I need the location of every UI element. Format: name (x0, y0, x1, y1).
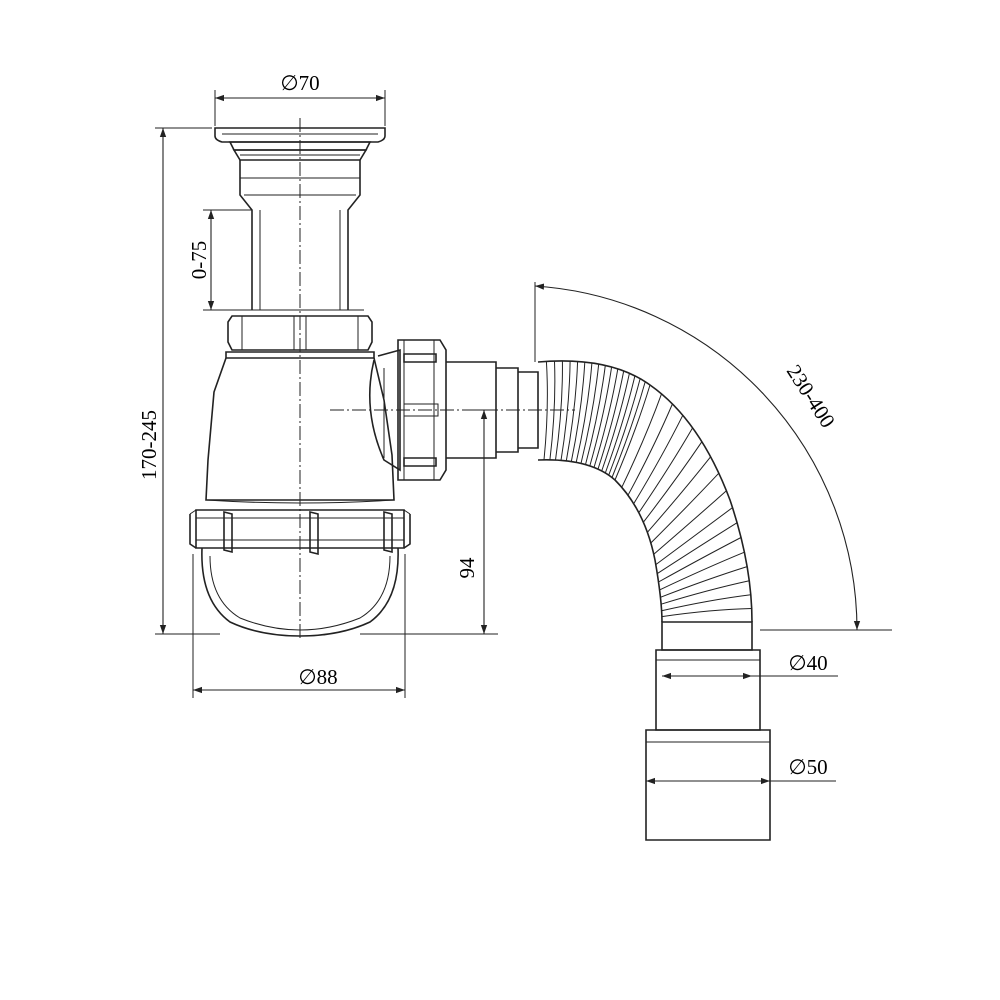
hose-rib (638, 427, 694, 513)
dimension-outlet-height: 94 (360, 409, 498, 635)
label-top-diameter: ∅70 (280, 71, 319, 95)
hose-rib (653, 490, 727, 555)
hose-rib (543, 361, 548, 460)
label-trap-diameter: ∅88 (298, 665, 337, 689)
hose-rib (660, 580, 750, 605)
label-hose-length: 230-400 (782, 360, 840, 432)
upper-union-nut (225, 309, 375, 359)
dimension-outlet-diameter-40: ∅40 (662, 651, 838, 680)
label-outlet-diameter-50: ∅50 (788, 755, 827, 779)
label-adjustable-length: 0-75 (187, 241, 211, 280)
dimension-outlet-diameter-50: ∅50 (646, 755, 836, 785)
dimension-total-height: 170-245 (137, 127, 220, 635)
hose-rib (614, 384, 651, 481)
label-outlet-diameter-40: ∅40 (788, 651, 827, 675)
hose-rib (661, 608, 752, 618)
hose-rib (643, 441, 703, 523)
hose-rib (593, 368, 619, 468)
trap-side-outlet (368, 348, 401, 472)
label-outlet-height: 94 (455, 557, 479, 579)
hose-rib (633, 415, 684, 504)
hose-rib (565, 361, 579, 461)
hose-rib (657, 522, 738, 575)
hose-rib (660, 566, 748, 598)
hose-rib (650, 472, 720, 544)
sink-drain-flange (214, 127, 386, 161)
dimension-top-diameter: ∅70 (214, 71, 386, 126)
hose-rib (658, 537, 742, 583)
label-total-height: 170-245 (137, 410, 161, 480)
corrugated-flexible-hose (537, 360, 753, 623)
dimension-trap-diameter: ∅88 (192, 554, 406, 698)
hose-rib (655, 507, 733, 566)
dimension-adjustable-length: 0-75 (187, 209, 252, 311)
trap-bottom-cup (189, 509, 411, 637)
hose-outlet-fitting (645, 621, 771, 841)
hose-rib (661, 594, 751, 612)
hose-rib (611, 381, 646, 478)
hose-rib (647, 456, 711, 533)
